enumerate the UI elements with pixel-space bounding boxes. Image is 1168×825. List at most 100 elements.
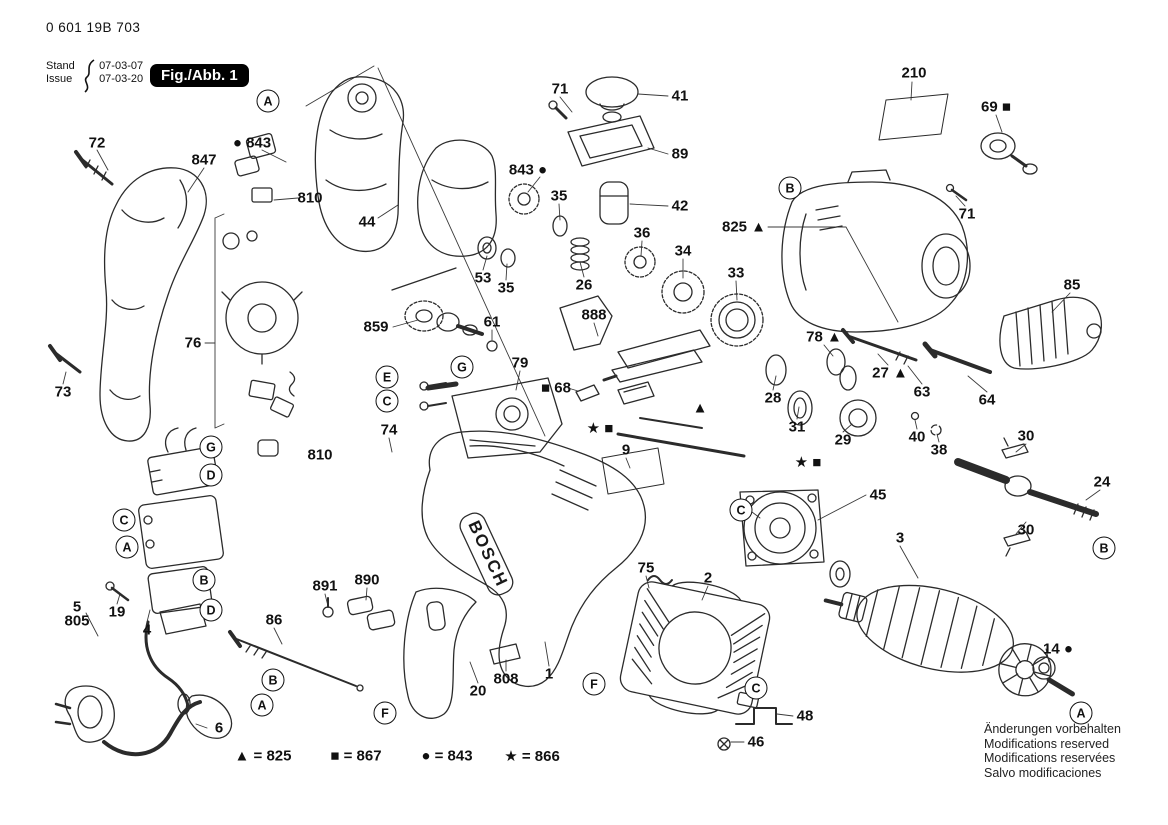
issue-date: 07-03-20 [99, 73, 144, 85]
speed-knob-group [477, 76, 655, 271]
part-label-68: ■ 68 [541, 379, 571, 397]
part-label-75: 75 [637, 559, 655, 577]
note-de: Änderungen vorbehalten [984, 722, 1121, 736]
part-label-20: 20 [469, 682, 487, 700]
gear-train [391, 246, 764, 352]
part-label-46: 46 [747, 733, 765, 751]
part-label-40: 40 [908, 428, 926, 446]
part-label-42: 42 [671, 197, 689, 215]
part-label-890: 890 [354, 571, 380, 589]
power-cord [54, 620, 233, 757]
ref-letter-E: E [375, 365, 399, 389]
part-label-71: 71 [551, 80, 569, 98]
part-label-4: 4 [142, 621, 152, 639]
note-es: Salvo modificaciones [984, 765, 1102, 780]
depth-rod-group [228, 595, 396, 692]
legend-triangle: ▲ = 825 [234, 747, 292, 765]
ref-letter-G: G [199, 435, 223, 459]
stand-label: Stand [46, 60, 75, 72]
ref-letter-C: C [729, 498, 753, 522]
part-label-891: 891 [312, 577, 338, 595]
part-label-210: 210 [901, 64, 927, 82]
part-label-27: 27 ▲ [872, 364, 908, 382]
part-label-: ★ ■ [794, 454, 822, 471]
part-label-71: 71 [958, 205, 976, 223]
ref-letter-B: B [261, 668, 285, 692]
part-label-9: 9 [621, 441, 631, 459]
ref-letter-A: A [115, 535, 139, 559]
spindle-shaft [954, 437, 1099, 557]
stator [619, 575, 771, 715]
ref-letter-A: A [250, 693, 274, 717]
note-en: Modifications reserved [984, 736, 1110, 751]
part-label-825: 825 ▲ [721, 218, 767, 236]
leader-lines [62, 65, 1101, 743]
part-label-1: 1 [544, 665, 554, 683]
part-label-19: 19 [108, 603, 126, 621]
ref-letter-D: D [199, 463, 223, 487]
ref-letter-B: B [1092, 536, 1116, 560]
part-label-30: 30 [1017, 427, 1035, 445]
legend-square: ■ = 867 [330, 747, 382, 765]
part-label-31: 31 [788, 418, 806, 436]
part-label-86: 86 [265, 611, 283, 629]
ref-letter-G: G [450, 355, 474, 379]
note-fr: Modifications reservées [984, 751, 1116, 765]
main-housing [403, 430, 646, 719]
part-label-810: 810 [297, 189, 323, 207]
part-label-73: 73 [54, 383, 72, 401]
part-label-36: 36 [633, 224, 651, 242]
revision-brace [84, 59, 95, 93]
spindle-bearings [765, 328, 992, 437]
ref-letter-A: A [256, 89, 280, 113]
part-label-843: 843 ● [508, 161, 548, 179]
part-label-24: 24 [1093, 473, 1111, 491]
bearing-flange [739, 489, 851, 588]
part-label-: ▲ [692, 399, 708, 417]
motor-housing [781, 93, 1038, 333]
part-label-847: 847 [191, 151, 217, 169]
part-label-805: 805 [64, 612, 90, 630]
ref-letter-B: B [778, 176, 802, 200]
part-label-35: 35 [550, 187, 568, 205]
legend-star: ★ = 866 [504, 748, 560, 765]
figure-badge: Fig./Abb. 1 [150, 64, 249, 87]
part-label-89: 89 [671, 145, 689, 163]
ref-letter-B: B [192, 568, 216, 592]
part-label-78: 78 ▲ [806, 328, 842, 346]
part-label-26: 26 [575, 276, 593, 294]
part-label-5: 5 [72, 598, 82, 616]
part-label-48: 48 [796, 707, 814, 725]
part-label-64: 64 [978, 391, 996, 409]
part-label-53: 53 [474, 269, 492, 287]
part-label-69: 69 ■ [981, 98, 1011, 116]
part-label-44: 44 [358, 213, 376, 231]
part-label-2: 2 [703, 569, 713, 587]
stand-date: 07-03-07 [99, 60, 144, 72]
part-label-888: 888 [581, 306, 607, 324]
part-label-63: 63 [913, 383, 931, 401]
part-label-810: 810 [307, 446, 333, 464]
part-label-72: 72 [88, 134, 106, 152]
brush-plate-cluster [221, 133, 303, 457]
armature [823, 584, 1075, 697]
aux-handle [48, 150, 207, 442]
part-label-61: 61 [483, 313, 501, 331]
ref-letter-F: F [373, 701, 397, 725]
ref-letter-C: C [112, 508, 136, 532]
issue-label: Issue [46, 73, 73, 85]
part-label-28: 28 [764, 389, 782, 407]
ref-letter-C: C [375, 389, 399, 413]
footer-notes: Änderungen vorbehalten Modifications res… [984, 722, 1121, 780]
part-label-859: 859 [363, 318, 389, 336]
part-label-38: 38 [930, 441, 948, 459]
model-number: 0 601 19B 703 [46, 20, 141, 35]
part-label-14: 14 ● [1043, 640, 1073, 658]
housing-shells [314, 76, 497, 257]
part-label-45: 45 [869, 486, 887, 504]
part-label-: ★ ■ [586, 420, 614, 437]
part-label-808: 808 [493, 670, 519, 688]
part-label-35: 35 [497, 279, 515, 297]
